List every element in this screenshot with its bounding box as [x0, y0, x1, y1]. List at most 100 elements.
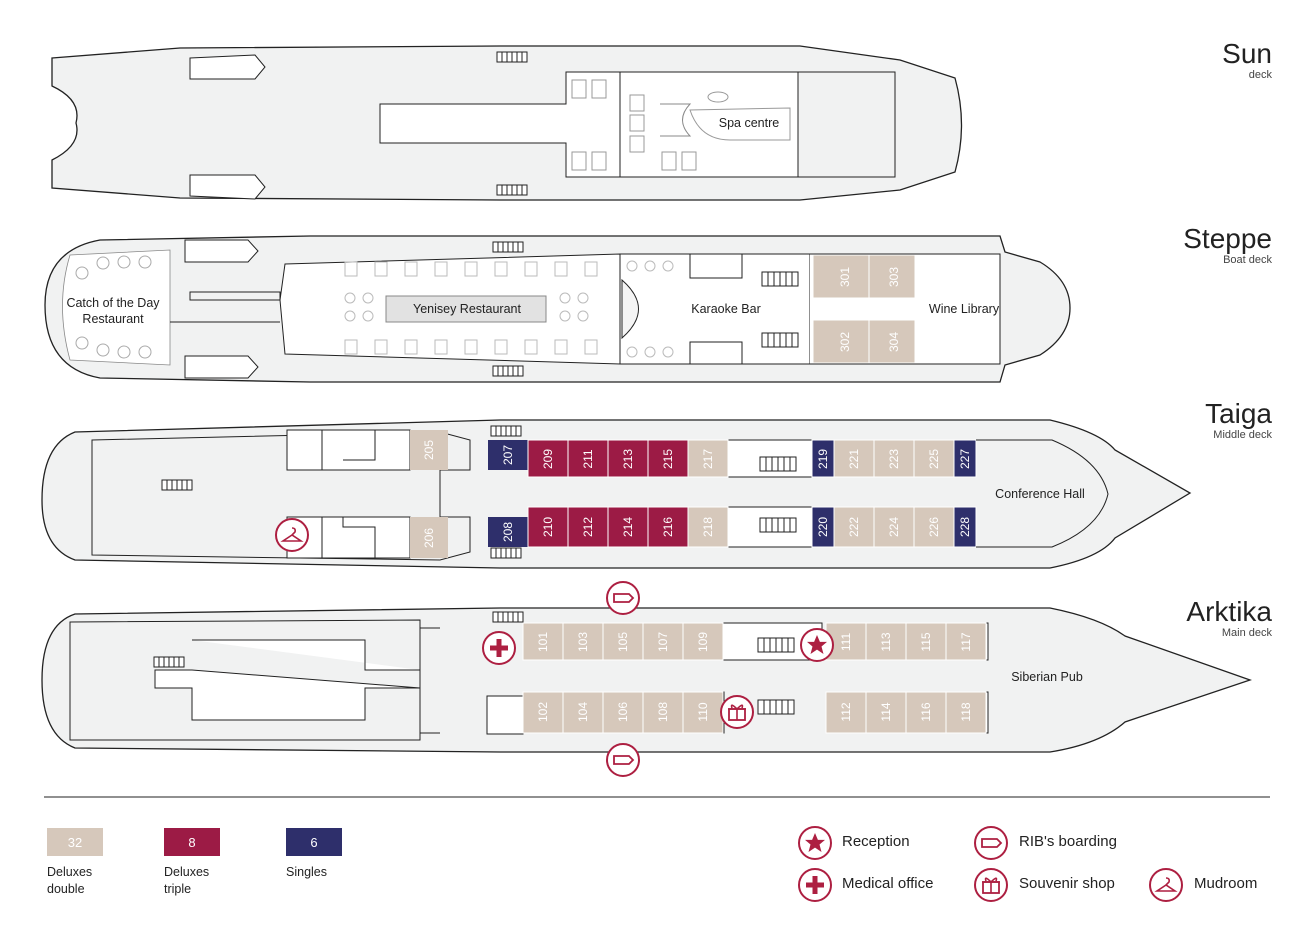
cabin-303: 303 — [887, 267, 901, 287]
deck-title-arktika: Arktika Main deck — [1186, 598, 1272, 639]
deck-title-sun: Sun deck — [1222, 40, 1272, 81]
legend-single-line1: Singles — [286, 865, 327, 879]
deck-sub: Boat deck — [1223, 254, 1272, 266]
cabin-211: 211 — [581, 449, 595, 468]
hanger-icon — [275, 518, 309, 552]
gift-icon — [720, 695, 754, 729]
deck-name: Steppe — [1183, 223, 1272, 254]
cabin-114: 114 — [879, 702, 893, 721]
hanger-icon — [1149, 868, 1183, 902]
cabin-209: 209 — [541, 449, 555, 469]
legend-mudroom-label: Mudroom — [1194, 875, 1258, 892]
label-catch-2: Restaurant — [82, 312, 144, 326]
sun-deck — [51, 45, 963, 201]
cross-icon — [482, 631, 516, 665]
label-karaoke: Karaoke Bar — [691, 302, 760, 316]
cabin-225: 225 — [927, 449, 941, 469]
cross-icon — [798, 868, 832, 902]
cabin-105: 105 — [616, 632, 630, 652]
deck-title-taiga: Taiga Middle deck — [1205, 400, 1272, 441]
legend-double-count: 32 — [67, 834, 83, 850]
label-pub: Siberian Pub — [1011, 670, 1083, 684]
star-icon — [798, 826, 832, 860]
label-conference: Conference Hall — [995, 487, 1085, 501]
cabin-226: 226 — [927, 517, 941, 537]
cabin-220: 220 — [816, 517, 830, 537]
deck-sub: Main deck — [1221, 627, 1272, 639]
cabin-117: 117 — [959, 632, 973, 651]
deck-title-steppe: Steppe Boat deck — [1183, 225, 1272, 266]
label-yenisey: Yenisey Restaurant — [413, 302, 521, 316]
legend-rib-label: RIB's boarding — [1019, 833, 1117, 850]
cabin-116: 116 — [919, 702, 933, 721]
cabin-219: 219 — [816, 449, 830, 469]
label-spa: Spa centre — [719, 116, 780, 130]
cabin-103: 103 — [576, 632, 590, 652]
cabin-224: 224 — [887, 517, 901, 537]
deck-name: Sun — [1222, 38, 1272, 69]
deck-name: Taiga — [1205, 398, 1272, 429]
cabin-221: 221 — [847, 449, 861, 469]
cabin-223: 223 — [887, 449, 901, 469]
legend-double-label: Deluxes double — [47, 864, 137, 898]
cabin-112: 112 — [839, 702, 853, 721]
legend-double-swatch: 32 — [47, 828, 103, 856]
cabin-208: 208 — [501, 522, 515, 542]
cabin-108: 108 — [656, 702, 670, 722]
legend-triple-swatch: 8 — [164, 828, 220, 856]
boat-icon — [606, 743, 640, 777]
cabin-228: 228 — [958, 517, 972, 537]
legend-single-count: 6 — [310, 834, 318, 850]
legend-triple-line1: Deluxes — [164, 865, 210, 879]
cabin-206: 206 — [422, 528, 436, 548]
cabin-118: 118 — [959, 702, 973, 721]
cabin-101: 101 — [536, 632, 550, 652]
legend-single-label: Singles — [286, 864, 376, 881]
cabin-215: 215 — [661, 449, 675, 469]
legend-triple-label: Deluxes triple — [164, 864, 254, 898]
cabin-110: 110 — [696, 702, 710, 721]
cabin-217: 217 — [701, 449, 715, 469]
deck-sub: deck — [1248, 69, 1272, 81]
arktika-deck — [41, 607, 1252, 753]
legend-reception-label: Reception — [842, 833, 910, 850]
legend-triple-line2: triple — [164, 882, 192, 896]
cabin-213: 213 — [621, 449, 635, 469]
cabin-numbers: 301 302 303 304 205 206 207 208 209 210 … — [422, 267, 973, 722]
cabin-111: 111 — [839, 633, 853, 652]
deck-sub: Middle deck — [1213, 429, 1272, 441]
legend-medical-label: Medical office — [842, 875, 934, 892]
cabin-106: 106 — [616, 702, 630, 722]
boat-icon — [606, 581, 640, 615]
cabin-104: 104 — [576, 702, 590, 722]
legend-double-line1: Deluxes — [47, 865, 93, 879]
cabin-227: 227 — [958, 449, 972, 469]
cabin-115: 115 — [919, 632, 933, 651]
steppe-deck — [44, 235, 1071, 383]
label-catch-1: Catch of the Day — [66, 296, 160, 310]
cabin-302: 302 — [838, 332, 852, 352]
cabin-205: 205 — [422, 440, 436, 460]
cabin-102: 102 — [536, 702, 550, 722]
cabin-301: 301 — [838, 267, 852, 287]
cabin-113: 113 — [879, 632, 893, 651]
label-wine: Wine Library — [929, 302, 1000, 316]
cabin-212: 212 — [581, 517, 595, 537]
cabin-214: 214 — [621, 517, 635, 537]
legend-double-line2: double — [47, 882, 85, 896]
cabin-107: 107 — [656, 632, 670, 652]
legend-single-swatch: 6 — [286, 828, 342, 856]
star-icon — [800, 628, 834, 662]
legend-triple-count: 8 — [188, 834, 196, 850]
boat-icon — [974, 826, 1008, 860]
taiga-deck — [41, 419, 1192, 569]
legend-souvenir-label: Souvenir shop — [1019, 875, 1115, 892]
cabin-218: 218 — [701, 517, 715, 537]
cabin-216: 216 — [661, 517, 675, 537]
cabin-222: 222 — [847, 517, 861, 537]
cabin-304: 304 — [887, 332, 901, 352]
cabin-210: 210 — [541, 517, 555, 537]
cabin-207: 207 — [501, 445, 515, 465]
cabin-109: 109 — [696, 632, 710, 652]
